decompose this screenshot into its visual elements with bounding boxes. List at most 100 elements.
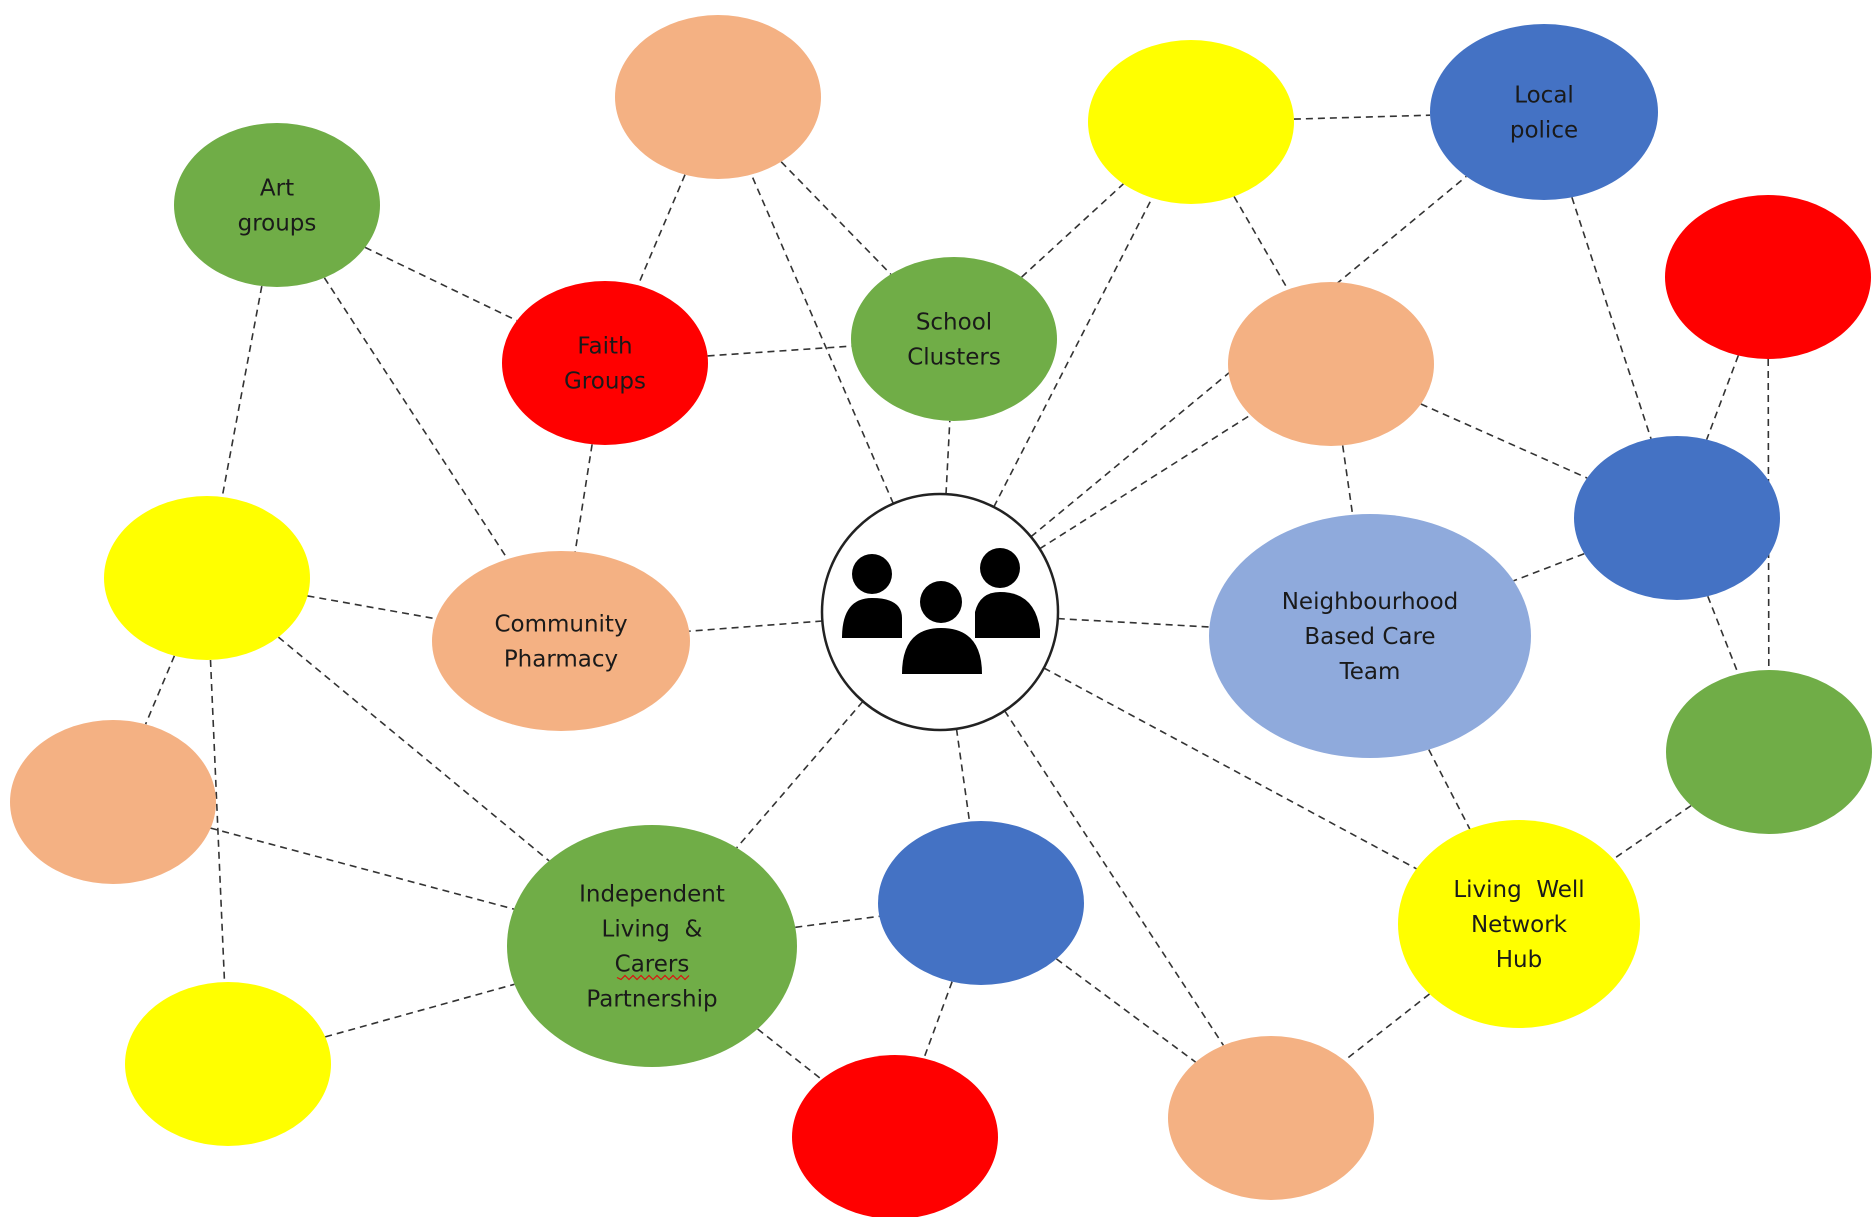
node-yellow-bl — [125, 982, 331, 1146]
node-label: Faith — [577, 334, 632, 360]
node-ellipse — [615, 15, 821, 179]
node-ellipse — [507, 825, 797, 1067]
node-red-b — [792, 1055, 998, 1217]
node-ellipse — [10, 720, 216, 884]
node-label: Art — [260, 176, 294, 202]
node-art: Art groups — [174, 123, 380, 287]
connector-center-peach_b — [1003, 710, 1225, 1046]
connector-center-ilcp — [736, 700, 864, 849]
connector-yellow_l-pharmacy — [307, 595, 437, 620]
node-label: Hub — [1496, 947, 1542, 973]
connector-faith-school — [707, 345, 852, 357]
node-ellipse — [432, 551, 690, 731]
node-label: groups — [238, 211, 317, 237]
node-label: Living Well — [1453, 877, 1584, 903]
connector-red_tr-blue_r — [1705, 355, 1740, 440]
connector-yellow_top-police — [1293, 114, 1431, 120]
node-peach-mid — [1228, 282, 1434, 446]
node-label: Independent — [579, 882, 725, 908]
connector-ilcp-red_b — [757, 1028, 823, 1081]
node-ellipse — [1665, 195, 1871, 359]
node-ellipse — [104, 496, 310, 660]
node-label: School — [916, 310, 992, 336]
connector-lines — [144, 114, 1770, 1081]
node-ellipse — [1398, 820, 1640, 1028]
connector-yellow_bl-ilcp — [324, 983, 515, 1038]
node-red-tr — [1665, 195, 1871, 359]
spellcheck-underline — [616, 974, 690, 981]
connector-peach_mid-blue_r — [1420, 403, 1588, 479]
connector-ilcp-blue_b — [795, 915, 880, 929]
node-blue-r — [1574, 436, 1780, 600]
node-label: Carers — [615, 952, 690, 978]
node-label: police — [1510, 118, 1578, 144]
node-green-r — [1666, 670, 1872, 834]
connector-red_tr-green_r — [1767, 358, 1770, 671]
connector-center-nbct — [1057, 617, 1210, 628]
node-label: Neighbourhood — [1282, 589, 1459, 615]
node-blue-b — [878, 821, 1084, 985]
connector-center-living — [1043, 667, 1417, 870]
node-label: Partnership — [586, 987, 717, 1013]
connector-center-peach_mid — [1039, 414, 1251, 550]
connector-police-blue_r — [1571, 197, 1652, 439]
node-ellipse — [502, 281, 708, 445]
node-peach-b — [1168, 1036, 1374, 1200]
node-label: Living & — [602, 917, 703, 943]
connector-school-yellow_top — [1021, 183, 1124, 278]
connector-center-school — [945, 420, 951, 495]
connector-yellow_l-peach_l — [144, 655, 176, 725]
node-ellipse — [1168, 1036, 1374, 1200]
node-ellipse — [878, 821, 1084, 985]
node-label: Network — [1471, 912, 1568, 938]
connector-blue_r-green_r — [1707, 596, 1739, 674]
connector-living-peach_b — [1344, 993, 1430, 1062]
node-ellipse — [1088, 40, 1294, 204]
node-label: Local — [1514, 83, 1574, 109]
node-yellow-top — [1088, 40, 1294, 204]
node-ellipse — [1209, 514, 1531, 758]
connector-blue_b-peach_b — [1055, 958, 1197, 1063]
connector-nbct-living — [1428, 749, 1471, 830]
node-police: Local police — [1430, 24, 1658, 200]
connector-peach_mid-nbct — [1341, 445, 1354, 515]
connector-center-pharmacy — [689, 620, 823, 632]
connector-peach_top-school — [780, 161, 892, 275]
connector-yellow_top-peach_mid — [1233, 196, 1289, 290]
node-label: Pharmacy — [504, 647, 618, 673]
node-ellipse — [1228, 282, 1434, 446]
connector-faith-pharmacy — [574, 444, 593, 552]
connector-yellow_l-yellow_bl — [209, 659, 226, 983]
node-ellipse — [792, 1055, 998, 1217]
connector-peach_top-faith — [637, 174, 686, 286]
center-node — [820, 492, 1060, 732]
connector-blue_b-red_b — [923, 981, 953, 1059]
node-ellipse — [1574, 436, 1780, 600]
connector-peach_l-ilcp — [210, 827, 515, 910]
node-label: Based Care — [1304, 624, 1435, 650]
node-label: Groups — [564, 369, 646, 395]
node-label: Community — [494, 612, 627, 638]
connector-art-pharmacy — [323, 277, 509, 560]
connector-center-yellow_top — [993, 197, 1153, 508]
connector-green_r-living — [1613, 804, 1692, 860]
node-yellow-l — [104, 496, 310, 660]
node-ellipse — [851, 257, 1057, 421]
connector-center-blue_b — [955, 728, 971, 822]
node-label: Team — [1339, 659, 1401, 685]
node-peach-top — [615, 15, 821, 179]
connector-blue_r-nbct — [1513, 552, 1585, 582]
node-ellipse — [174, 123, 380, 287]
node-ellipse — [1430, 24, 1658, 200]
connector-yellow_l-ilcp — [277, 636, 550, 862]
node-peach-l — [10, 720, 216, 884]
connector-art-yellow_l — [221, 285, 263, 498]
people-group-icon — [842, 548, 1040, 677]
